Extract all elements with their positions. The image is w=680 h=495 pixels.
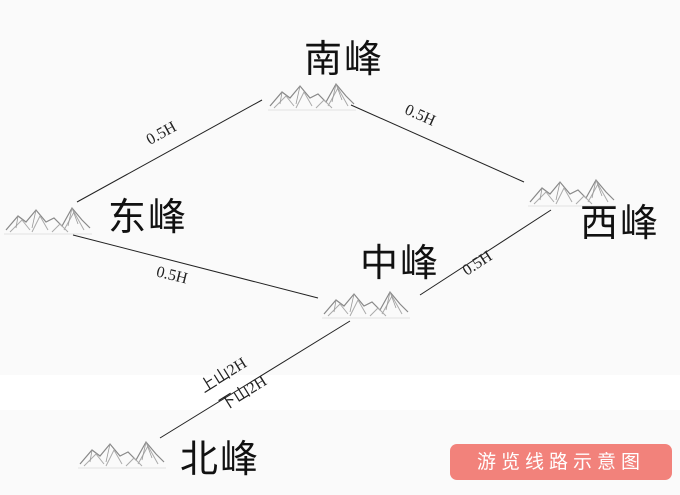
mountain-icon-east — [3, 207, 93, 235]
peak-label-center: 中峰 — [360, 241, 441, 285]
mountain-icon-south — [267, 83, 357, 111]
route-east-south — [76, 99, 263, 203]
peak-label-west: 西峰 — [580, 201, 661, 245]
peak-label-east: 东峰 — [108, 195, 189, 239]
background-band — [0, 375, 680, 410]
route-west-center — [419, 209, 552, 296]
peak-label-north: 北峰 — [180, 437, 261, 481]
route-south-west — [350, 104, 525, 183]
mountain-icon-center — [321, 291, 411, 319]
route-east-center — [72, 234, 319, 299]
route-center-north — [159, 320, 351, 439]
mountain-icon-north — [77, 441, 167, 469]
legend-badge: 游览线路示意图 — [450, 444, 672, 480]
peak-label-south: 南峰 — [304, 37, 385, 81]
